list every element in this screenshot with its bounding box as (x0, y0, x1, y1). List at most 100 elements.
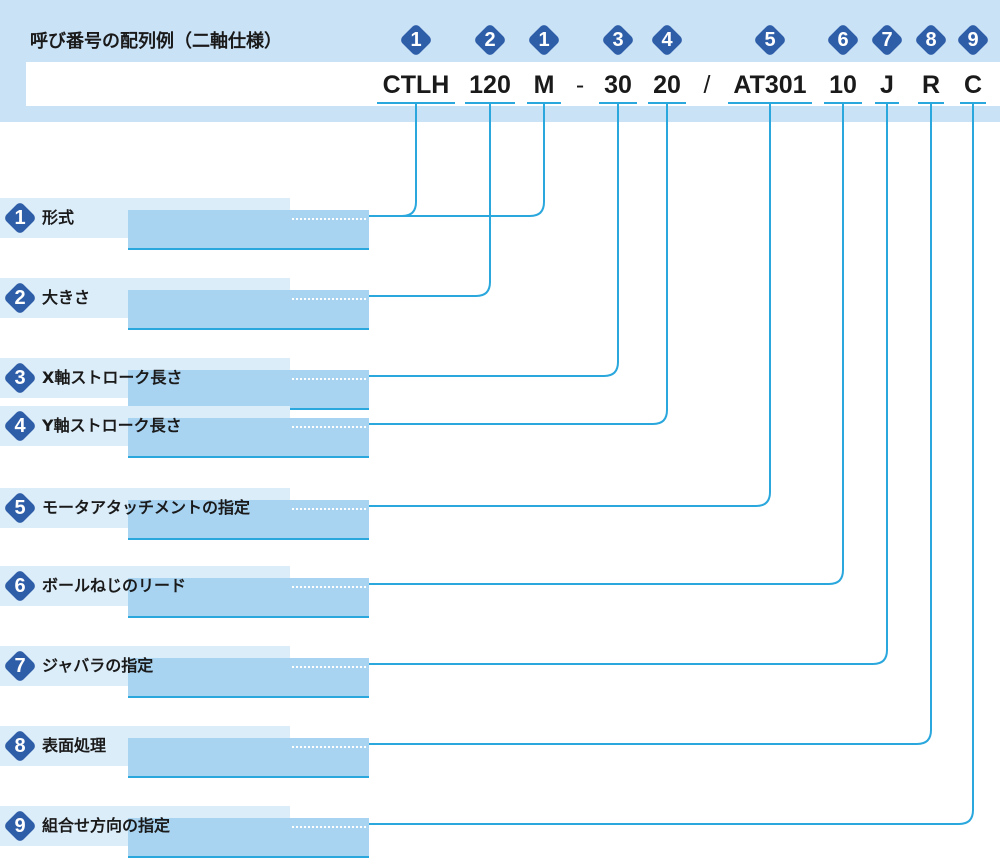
number-badge: 7 (3, 649, 37, 683)
code-row-panel (26, 62, 1000, 106)
number-badge: 7 (870, 23, 904, 57)
number-badge: 2 (3, 281, 37, 315)
label-item: 2 大きさ (0, 278, 369, 330)
code-underline (527, 102, 561, 104)
label-panel-dark (128, 290, 369, 328)
number-badge: 3 (3, 361, 37, 395)
label-item: 5 モータアタッチメントの指定 (0, 488, 369, 540)
label-panel-dark (128, 658, 369, 696)
code-segment: C (963, 71, 983, 99)
badge-number: 4 (14, 415, 26, 437)
dotted-guide (292, 746, 366, 748)
code-segment: 120 (469, 71, 511, 99)
label-text: Y軸ストローク長さ (42, 416, 182, 435)
badge-number: 2 (484, 29, 496, 51)
leader-line (369, 104, 668, 425)
code-underline (960, 102, 986, 104)
dotted-guide (292, 426, 366, 428)
code-separator: - (575, 71, 585, 99)
leader-line (369, 104, 974, 825)
leader-line (369, 104, 619, 377)
leader-line (369, 104, 491, 297)
badge-number: 5 (764, 29, 776, 51)
label-item: 8 表面処理 (0, 726, 369, 778)
label-panel-dark (128, 210, 369, 248)
label-panel-dark (128, 418, 369, 456)
dotted-guide (292, 508, 366, 510)
badge-number: 8 (14, 735, 26, 757)
dotted-guide (292, 378, 366, 380)
label-text: モータアタッチメントの指定 (42, 498, 251, 517)
badge-number: 4 (661, 29, 673, 51)
label-item: 4 Y軸ストローク長さ (0, 406, 369, 458)
code-underline (377, 102, 455, 104)
label-item: 3 X軸ストローク長さ (0, 358, 369, 410)
code-underline (465, 102, 515, 104)
number-badge: 2 (473, 23, 507, 57)
label-panel-dark (128, 500, 369, 538)
badge-number: 9 (14, 815, 26, 837)
dotted-guide (292, 586, 366, 588)
code-segment: 10 (829, 71, 857, 99)
number-badge: 1 (3, 201, 37, 235)
leader-line (369, 104, 932, 745)
code-underline (648, 102, 686, 104)
label-underline (128, 456, 369, 458)
number-badge: 1 (399, 23, 433, 57)
number-badge: 6 (826, 23, 860, 57)
number-badge: 9 (3, 809, 37, 843)
leader-line (369, 104, 545, 217)
code-underline (824, 102, 862, 104)
label-underline (128, 328, 369, 330)
label-text: ジャバラの指定 (42, 656, 154, 675)
label-underline (128, 776, 369, 778)
label-panel-dark (128, 578, 369, 616)
badge-number: 1 (410, 29, 422, 51)
label-panel-dark (128, 738, 369, 776)
badge-number: 3 (14, 367, 26, 389)
code-segment: R (921, 71, 941, 99)
number-badge: 5 (753, 23, 787, 57)
dotted-guide (292, 218, 366, 220)
leader-line (369, 104, 771, 507)
number-badge: 4 (3, 409, 37, 443)
badge-number: 7 (14, 655, 26, 677)
badge-number: 1 (538, 29, 550, 51)
label-item: 9 組合せ方向の指定 (0, 806, 369, 858)
number-badge: 8 (914, 23, 948, 57)
label-underline (128, 538, 369, 540)
leader-line (369, 104, 417, 217)
badge-number: 1 (14, 207, 26, 229)
label-item: 7 ジャバラの指定 (0, 646, 369, 698)
number-badge: 4 (650, 23, 684, 57)
badge-number: 2 (14, 287, 26, 309)
label-panel-dark (128, 818, 369, 856)
code-segment: 30 (604, 71, 632, 99)
code-segment: J (880, 71, 894, 99)
number-badge: 5 (3, 491, 37, 525)
label-underline (128, 248, 369, 250)
badge-number: 5 (14, 497, 26, 519)
badge-number: 3 (612, 29, 624, 51)
label-underline (128, 696, 369, 698)
label-text: 大きさ (42, 288, 91, 307)
badge-number: 6 (837, 29, 849, 51)
label-text: X軸ストローク長さ (42, 368, 183, 387)
code-underline (728, 102, 812, 104)
dotted-guide (292, 826, 366, 828)
header-title: 呼び番号の配列例（二軸仕様） (30, 31, 282, 52)
code-segment: CTLH (382, 71, 450, 99)
leader-line (369, 104, 888, 665)
number-badge: 9 (956, 23, 990, 57)
label-text: 組合せ方向の指定 (42, 816, 171, 835)
code-segment: AT301 (733, 71, 807, 99)
label-text: 表面処理 (42, 736, 107, 755)
code-underline (599, 102, 637, 104)
label-underline (128, 616, 369, 618)
label-panel-dark (128, 370, 369, 408)
badge-number: 9 (967, 29, 979, 51)
number-badge: 8 (3, 729, 37, 763)
